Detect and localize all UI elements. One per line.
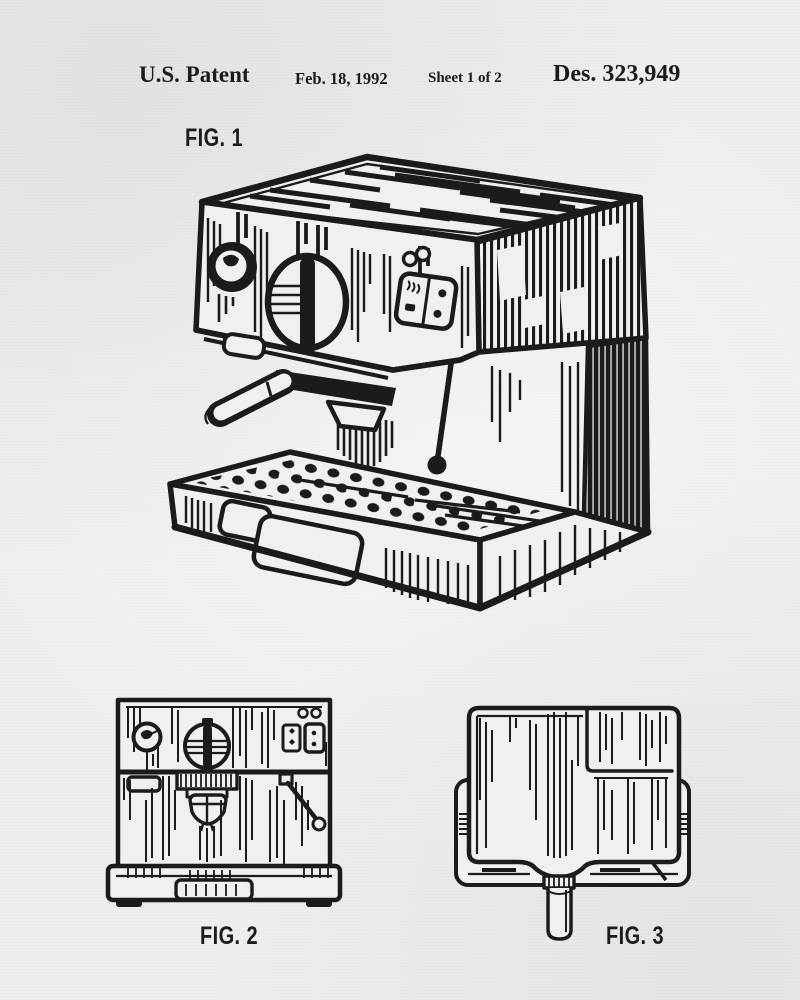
machine-foot (306, 898, 332, 907)
switch-button-icon (433, 309, 442, 318)
fig3-label: FIG. 3 (606, 922, 664, 950)
machine-foot (116, 898, 142, 907)
fig1-espresso-machine-perspective-drawing (167, 153, 652, 612)
control-panel (281, 707, 326, 754)
panel-seam (585, 707, 674, 773)
switch-plate (303, 722, 326, 754)
pressure-gauge (131, 721, 163, 753)
steam-wand-tip (427, 455, 447, 475)
machine-leg (542, 874, 576, 941)
portafilter-handle (204, 369, 296, 427)
group-head (175, 770, 239, 832)
filter-basket (325, 399, 387, 433)
drip-tray (167, 449, 652, 612)
indicator-light-icon (414, 245, 432, 263)
steam-function-icon (289, 728, 295, 734)
fig1-label: FIG. 1 (185, 124, 243, 152)
function-icon-plate (281, 723, 302, 753)
machine-base (105, 863, 343, 907)
patent-number: Des. 323,949 (553, 61, 681, 87)
fig3-espresso-machine-side-drawing (454, 705, 691, 941)
patent-date: Feb. 18, 1992 (295, 69, 388, 88)
machine-front-face (193, 199, 482, 373)
switch-button-icon (438, 289, 447, 298)
steam-wand (435, 354, 455, 459)
cup-rail-notch (126, 775, 162, 793)
brew-dial (183, 718, 231, 770)
pressure-gauge (207, 242, 257, 292)
switch-button-icon (311, 730, 317, 736)
patent-sheet-number: Sheet 1 of 2 (428, 70, 502, 86)
portafilter (204, 369, 396, 468)
fig2-espresso-machine-front-drawing (105, 697, 343, 907)
steam-function-icon (406, 280, 421, 294)
fig2-label: FIG. 2 (200, 922, 258, 950)
brew-dial (264, 252, 350, 354)
indicator-light-icon (310, 707, 322, 719)
indicator-light-icon (401, 250, 419, 268)
drip-tray-drawer (174, 878, 254, 901)
group-head-support (221, 332, 267, 360)
cup-function-icon (404, 303, 416, 312)
side-body (466, 705, 682, 880)
brew-recess (427, 354, 580, 520)
cup-function-icon (289, 739, 295, 745)
control-panel (393, 245, 459, 331)
indicator-light-icon (297, 707, 309, 719)
switch-button-icon (311, 741, 317, 747)
patent-title: U.S. Patent (139, 62, 250, 87)
